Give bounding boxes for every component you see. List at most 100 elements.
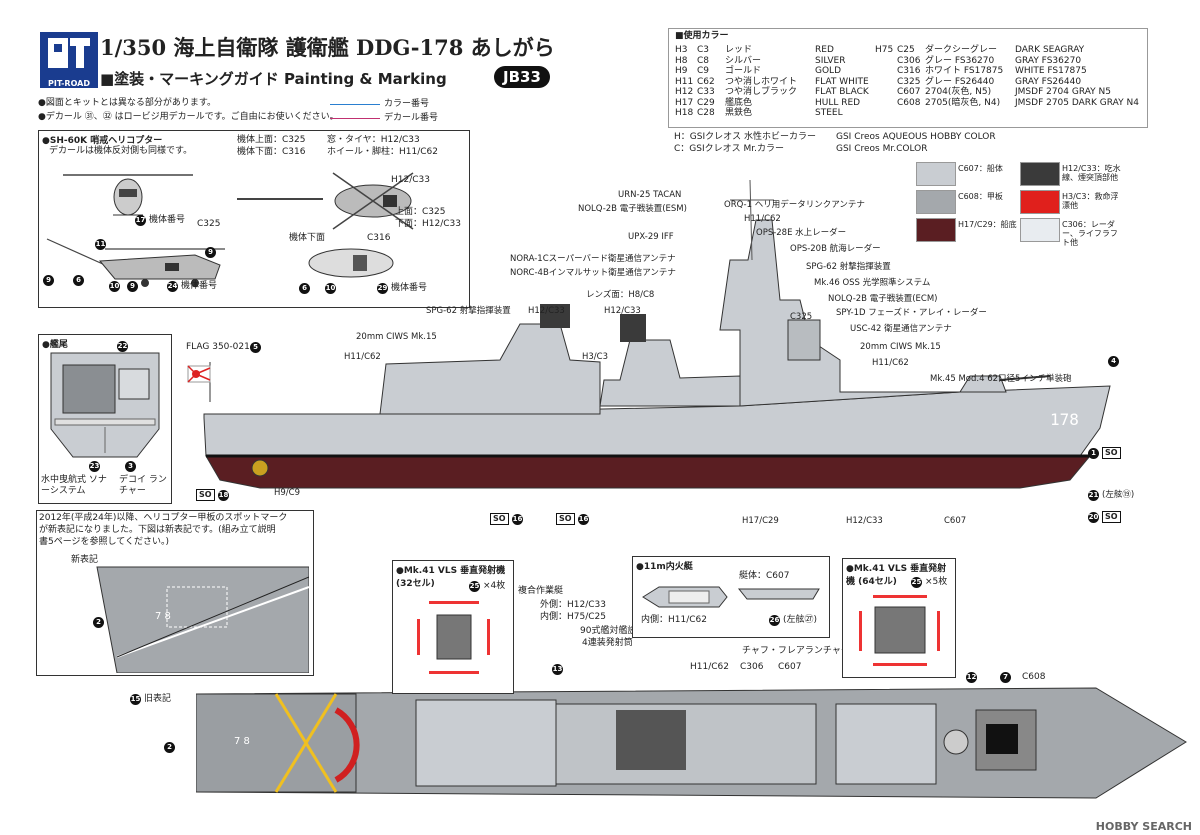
- decal-18-marker: 18: [218, 490, 229, 501]
- deck-callout-c607: C607: [778, 662, 802, 672]
- color-h: H11: [675, 76, 694, 87]
- color-h: H8: [675, 55, 688, 66]
- callout-h12-b: H12/C33: [604, 306, 641, 316]
- callout-nolq2b-esm: NOLQ-2B 電子戦装置(ESM): [578, 204, 687, 214]
- swatch-label: C608：甲板: [958, 192, 1003, 201]
- rising-sun-flag-icon: [187, 362, 211, 402]
- helicopter-heading: ●SH-60K 哨戒ヘリコプター: [42, 136, 163, 146]
- decal-22-marker: 22: [117, 341, 128, 352]
- heli-side-c325: C325: [197, 219, 221, 229]
- callout-spy1d: SPY-1D フェーズド・アレイ・レーダー: [836, 308, 987, 318]
- decal-11-marker: 11: [95, 239, 106, 250]
- boat-box: ●11m内火艇 艇体：C607 内側：H11/C62 26 (左舷㉗): [632, 556, 830, 638]
- decal-16-marker-b: 16: [578, 514, 589, 525]
- callout-ops20b: OPS-20B 航海レーダー: [790, 244, 881, 254]
- swatch-chip: [1020, 218, 1060, 242]
- so-tag-16a: SO: [490, 513, 509, 525]
- callout-mk46: Mk.46 OSS 光学照準システム: [814, 278, 931, 288]
- heli-belly-c316: C316: [367, 233, 391, 243]
- decal-16-marker-a: 16: [512, 514, 523, 525]
- decal-23-marker: 23: [89, 461, 100, 472]
- pit-road-logo: PIT-ROAD: [40, 32, 98, 88]
- ship-deck-plan: [196, 687, 1187, 799]
- color-c: C325: [897, 76, 921, 87]
- callout-h3: H3/C3: [582, 352, 609, 362]
- vls-32-cell-diagram: [417, 601, 490, 674]
- decal-10-marker-a: 10: [109, 281, 120, 292]
- stern-decoy-label: デコイ ランチャー: [119, 475, 167, 496]
- heli-window-spec: 窓・タイヤ：H12/C33: [327, 135, 420, 145]
- vls-32-count: ×4枚: [483, 581, 506, 591]
- color-h: H3: [675, 45, 688, 55]
- callout-spg62-a: SPG-62 射撃指揮装置: [426, 306, 511, 316]
- h-note-jp: H：GSIクレオス 水性ホビーカラー: [674, 132, 816, 142]
- heli-serial-label-1: 機体番号: [149, 215, 186, 225]
- swatch-chip: [916, 162, 956, 186]
- deck-callout-outer: 外側：H12/C33: [540, 600, 606, 610]
- color-c: C28: [697, 108, 715, 118]
- decal-6-marker-b: 6: [299, 283, 310, 294]
- decal-6-marker-a: 6: [73, 275, 84, 286]
- color-legend-line: [330, 104, 380, 105]
- hull-number: 178: [1050, 410, 1079, 429]
- stern-sonar-label: 水中曳航式 ソナーシステム: [41, 475, 107, 496]
- hobby-search-watermark: HOBBY SEARCH: [1095, 820, 1192, 833]
- deck-callout-c306: C306: [740, 662, 764, 672]
- color-c: C9: [697, 66, 710, 76]
- color-c: C62: [697, 76, 715, 87]
- callout-c325: C325: [790, 312, 813, 322]
- color-en: FLAT WHITE: [815, 76, 869, 87]
- callout-nolq2b-ecm: NOLQ-2B 電子戦装置(ECM): [828, 294, 938, 304]
- heli-bottom-spec: 機体下面：C316: [237, 147, 306, 157]
- color-jp: ホワイト FS17875: [925, 66, 1004, 76]
- helicopter-box: ●SH-60K 哨戒ヘリコプター デカールは機体反対側も同様です。 機体上面：C…: [38, 130, 470, 308]
- decal-3-marker: 3: [125, 461, 136, 472]
- color-h: H18: [675, 108, 694, 118]
- color-c: C33: [697, 87, 715, 97]
- helicopter-subnote: デカールは機体反対側も同様です。: [49, 146, 193, 156]
- boat-port-label: (左舷㉗): [783, 615, 818, 625]
- callout-h17: H17/C29: [742, 516, 779, 526]
- color-en: FLAT BLACK: [815, 87, 869, 97]
- callout-h11-a: H11/C62: [744, 214, 781, 224]
- vls-64-count: ×5枚: [925, 577, 948, 587]
- color-en: GRAY FS36270: [1015, 55, 1082, 66]
- color-table-heading: ■使用カラー: [675, 31, 729, 41]
- c-note-jp: C：GSIクレオス Mr.カラー: [674, 144, 784, 154]
- decal-15-marker: 15: [130, 694, 141, 705]
- pit-road-logo-mark-icon: [48, 38, 90, 68]
- note-line-2: ●デカール ㉛、㉜ はロービジ用デカールです。ご自由にお使いください。: [38, 112, 339, 122]
- decal-9-marker-c: 9: [205, 247, 216, 258]
- color-c: C607: [897, 87, 921, 97]
- decal-21-marker: 21: [1088, 490, 1099, 501]
- color-en: JMSDF 2704 GRAY N5: [1015, 87, 1112, 97]
- deck-note-line-3: 書5ページを参照してください。): [39, 537, 170, 547]
- callout-gun: Mk.45 Mod.4 62口径5インチ単装砲: [930, 374, 1072, 384]
- color-jp: 艦底色: [725, 97, 753, 108]
- callout-ciws-1: 20mm CIWS Mk.15: [356, 332, 437, 342]
- color-jp: ゴールド: [725, 66, 762, 76]
- stern-heading: ●艦尾: [42, 340, 68, 350]
- decal-4-marker: 4: [1108, 356, 1119, 367]
- heli-upper-color: 上面：C325: [395, 207, 446, 217]
- decal-2-marker-a: 2: [93, 617, 104, 628]
- swatch-label: H3/C3：救命浮漂他: [1062, 192, 1119, 210]
- callout-nora1c: NORA-1Cスーパーバード衛星通信アンテナ: [510, 254, 676, 264]
- decal-7-marker: 7: [1000, 672, 1011, 683]
- so-tag-18: SO: [196, 489, 215, 501]
- note-line-1: ●図面とキットとは異なる部分があります。: [38, 98, 216, 108]
- page-subtitle: ■塗装・マーキングガイド Painting & Marking: [100, 70, 447, 88]
- deck-note-line-2: が新表記になりました。下図は新表記です。(組み立て説明: [39, 525, 276, 535]
- heli-wheel-spec: ホイール・脚柱：H11/C62: [327, 147, 438, 157]
- decal-25-marker-a: 25: [469, 581, 480, 592]
- product-code-badge: JB33: [494, 66, 550, 88]
- color-en: JMSDF 2705 DARK GRAY N4: [1015, 97, 1139, 108]
- color-c: C25: [897, 45, 915, 55]
- color-jp: つや消しブラック: [725, 87, 798, 97]
- callout-h12-c: H12/C33: [846, 516, 883, 526]
- helicopter-belly-view: [308, 248, 394, 278]
- swatch-label: H12/C33：吃水線、煙突頂部他: [1062, 164, 1121, 182]
- heli-belly-label: 機体下面: [289, 233, 326, 243]
